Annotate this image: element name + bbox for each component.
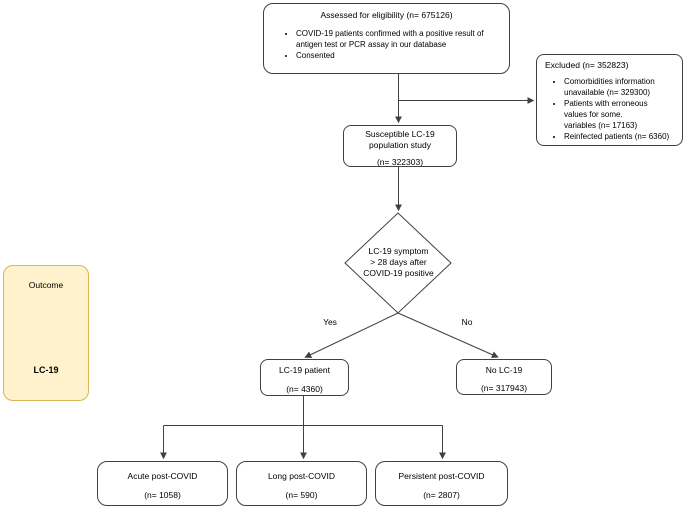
connector-decision-yes [304, 312, 399, 358]
outcome-title: Outcome [28, 280, 64, 290]
bullet-item: Reinfected patients (n= 6360) [564, 131, 679, 142]
assessed-bullet-list: COVID-19 patients confirmed with a posit… [264, 28, 509, 61]
outcome-annotation-box: Outcome LC-19 [3, 265, 89, 401]
long-post-covid-box: Long post-COVID (n= 590) [236, 461, 367, 506]
acute-post-covid-box: Acute post-COVID (n= 1058) [97, 461, 228, 506]
persistent-n: (n= 2807) [423, 490, 460, 500]
long-n: (n= 590) [285, 490, 318, 500]
no-lc19-box: No LC-19 (n= 317943) [456, 359, 552, 395]
lc19-patient-n: (n= 4360) [286, 384, 323, 394]
bullet-item: Comorbidities information unavailable (n… [564, 76, 679, 98]
decision-diamond-shape [344, 212, 452, 314]
outcome-lc19-label: LC-19 [33, 365, 59, 375]
bullet-item: COVID-19 patients confirmed with a posit… [296, 28, 499, 50]
excluded-bullet-list: Comorbidities information unavailable (n… [545, 76, 679, 142]
connector-decision-no [397, 312, 499, 358]
yes-branch-label: Yes [323, 317, 337, 327]
long-label: Long post-COVID [267, 471, 336, 481]
acute-n: (n= 1058) [144, 490, 181, 500]
no-lc19-n: (n= 317943) [480, 383, 528, 393]
assessed-title: Assessed for eligibility (n= 675126) [320, 10, 453, 20]
susceptible-title: Susceptible LC-19 population study [365, 129, 435, 150]
lc19-patient-label: LC-19 patient [278, 365, 331, 375]
susceptible-n: (n= 322303) [376, 157, 424, 167]
persistent-label: Persistent post-COVID [398, 471, 485, 481]
assessed-eligibility-box: Assessed for eligibility (n= 675126) COV… [263, 3, 510, 74]
lc19-patient-box: LC-19 patient (n= 4360) [260, 359, 349, 396]
no-branch-label: No [461, 317, 473, 327]
no-lc19-label: No LC-19 [485, 365, 523, 375]
bullet-item: Patients with erroneous values for some.… [564, 98, 679, 131]
excluded-title: Excluded (n= 352823) [545, 60, 629, 70]
susceptible-population-box: Susceptible LC-19 population study (n= 3… [343, 125, 457, 167]
acute-label: Acute post-COVID [127, 471, 198, 481]
excluded-box: Excluded (n= 352823) Comorbidities infor… [536, 54, 683, 146]
persistent-post-covid-box: Persistent post-COVID (n= 2807) [375, 461, 508, 506]
bullet-item: Consented [296, 50, 499, 61]
decision-diamond-text: LC-19 symptom > 28 days after COVID-19 p… [363, 246, 434, 278]
